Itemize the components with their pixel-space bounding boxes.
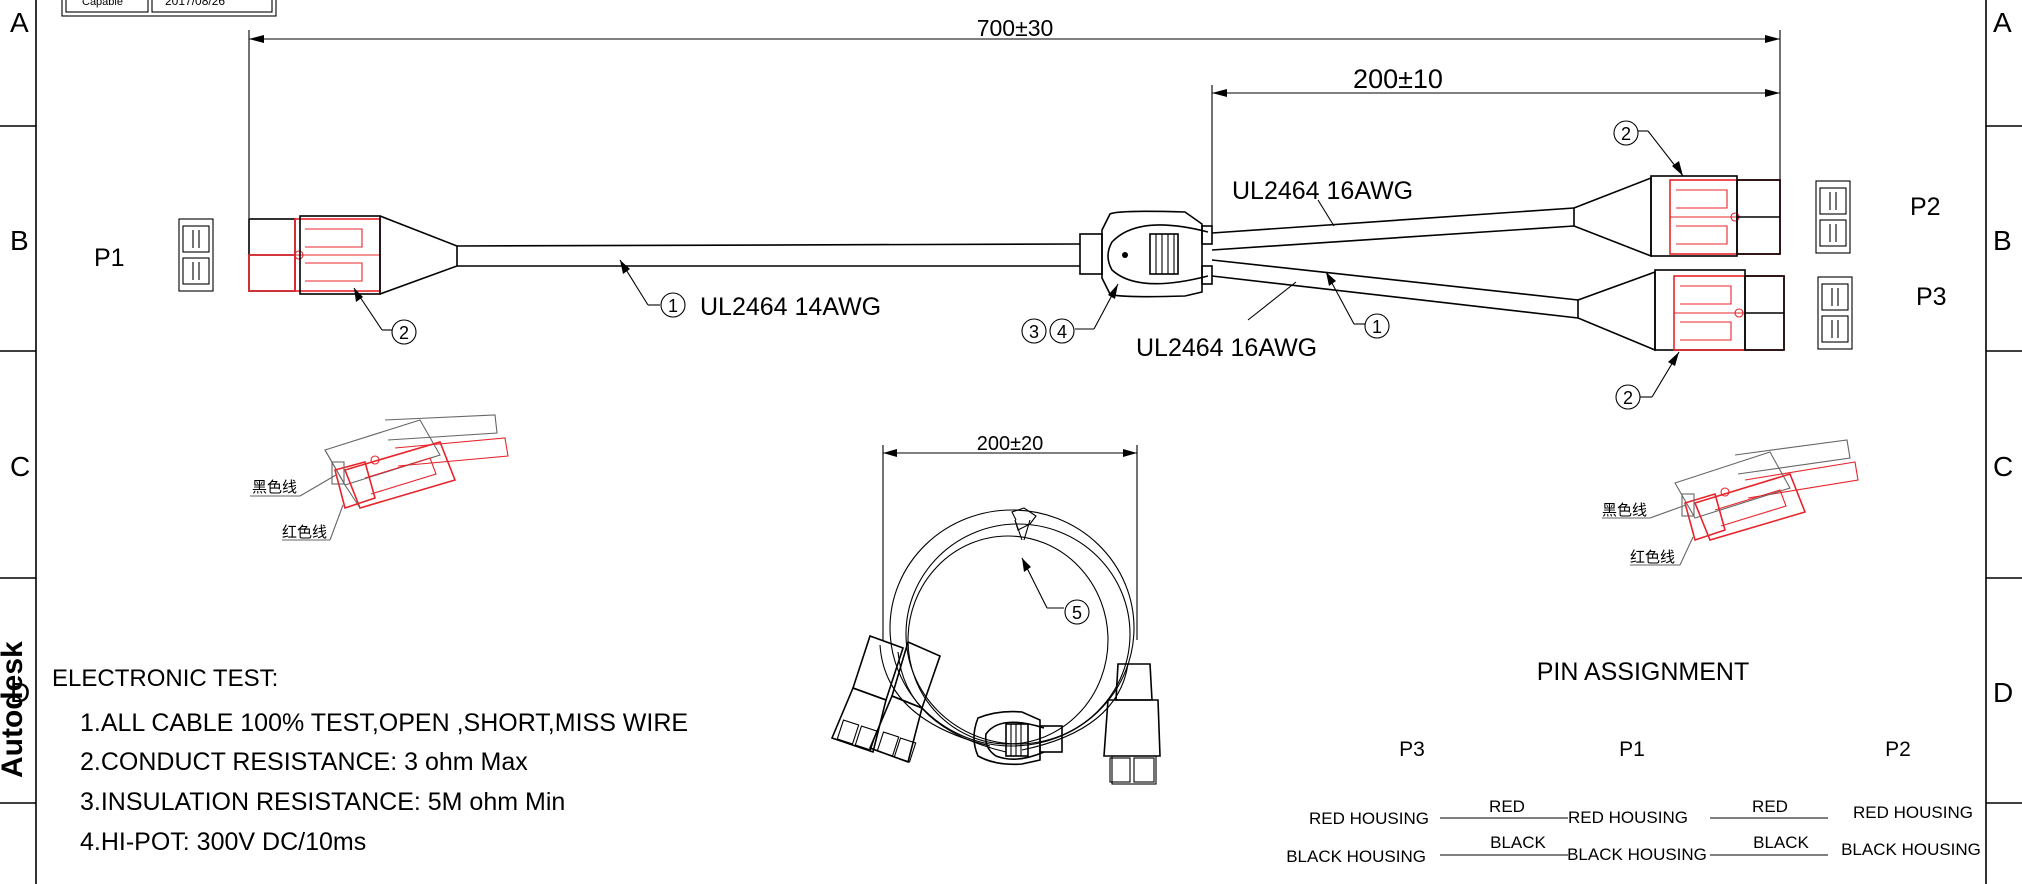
pin-row1-wire-a: RED [1489,797,1525,816]
iso-right-leaders [1602,504,1694,566]
zone-label-right-a: A [1993,7,2012,38]
zone-label-right-c: C [1993,451,2013,482]
callout-splitter [1021,283,1119,344]
pin-col-p2: P2 [1885,738,1911,761]
p3-face-view [1817,276,1853,350]
electronic-test-item-4: 4.HI-POT: 300V DC/10ms [80,828,366,856]
pin-row2-wire-b: BLACK [1753,833,1809,852]
dimension-overall-label: 700±30 [977,15,1054,41]
zone-label-left-d: D [10,677,30,708]
main-cable [456,243,1081,267]
balloon-2-p3: 2 [1623,388,1633,408]
cable-label-branch-top: UL2464 16AWG [1232,177,1413,205]
title-block-left: Capable [82,0,123,8]
iso-connector-right [1674,439,1859,542]
pin-row1-p2: RED HOUSING [1853,803,1973,822]
dimension-branch-label: 200±10 [1353,64,1443,94]
p1-connector-body [248,215,458,295]
title-block-fragment [61,0,277,17]
dimension-coil [882,445,1138,640]
dimension-overall [248,30,1781,218]
pin-row1-p3: RED HOUSING [1309,809,1429,828]
electronic-test-item-2: 2.CONDUCT RESISTANCE: 3 ohm Max [80,748,528,776]
p3-connector-body [1577,269,1785,352]
connector-label-p2: P2 [1910,193,1941,221]
balloon-4-splitter: 4 [1057,322,1067,342]
cable-label-main: UL2464 14AWG [700,293,881,321]
coiled-cable [879,507,1135,753]
callout-cable-tie [1021,557,1090,625]
callout-p1-housing [353,287,417,345]
callout-main-cable [619,259,686,318]
pin-row2-wire-a: BLACK [1490,833,1546,852]
p2-connector-body [1573,175,1781,258]
pin-col-p1: P1 [1619,738,1645,761]
pin-row1-p1: RED HOUSING [1568,808,1688,827]
callout-p3-housing [1615,351,1680,410]
wire-note-right-red: 红色线 [1630,549,1675,566]
zone-label-right-b: B [1993,225,2012,256]
p1-face-view [178,218,214,292]
zone-label-left-c: C [10,451,30,482]
iso-connector-left [324,414,509,510]
branch-cables [1211,207,1579,319]
balloon-1-branch: 1 [1372,317,1382,337]
cable-label-branch-bottom: UL2464 16AWG [1136,334,1317,362]
pin-wire-lines [1440,817,1828,856]
balloon-2-p2: 2 [1621,124,1631,144]
electronic-test-item-1: 1.ALL CABLE 100% TEST,OPEN ,SHORT,MISS W… [80,709,688,737]
pin-row2-p3: BLACK HOUSING [1286,847,1426,866]
coiled-connectors [830,634,1161,785]
balloon-1-main: 1 [668,296,678,316]
zone-label-left-a: A [10,7,29,38]
pin-row2-p2: BLACK HOUSING [1841,840,1981,859]
p2-face-view [1815,180,1851,254]
pin-row2-p1: BLACK HOUSING [1567,845,1707,864]
callout-p2-housing [1613,120,1684,177]
zone-label-right-d: D [1993,677,2013,708]
callout-branch-bottom [1247,271,1390,339]
dimension-branch [1211,85,1780,232]
zone-label-left-b: B [10,225,29,256]
callout-branch-top [1317,199,1335,227]
connector-label-p1: P1 [94,244,125,272]
vendor-mark: Autodesk [0,641,29,778]
balloon-2-p1: 2 [399,323,409,343]
electronic-test-item-3: 3.INSULATION RESISTANCE: 5M ohm Min [80,788,565,816]
iso-left-leaders [250,474,344,541]
balloon-5-tie: 5 [1072,603,1082,623]
dimension-coil-label: 200±20 [977,433,1044,455]
splitter-body [1079,210,1213,298]
pin-row1-wire-b: RED [1752,797,1788,816]
pin-assignment-title: PIN ASSIGNMENT [1537,658,1750,686]
electronic-test-title: ELECTRONIC TEST: [52,665,278,692]
connector-label-p3: P3 [1916,283,1947,311]
title-block-right: 2017/08/26 [165,0,225,8]
wire-note-left-red: 红色线 [282,524,327,541]
wire-note-right-black: 黑色线 [1602,502,1647,519]
balloon-3-splitter: 3 [1029,322,1039,342]
pin-col-p3: P3 [1399,738,1425,761]
wire-note-left-black: 黑色线 [252,479,297,496]
